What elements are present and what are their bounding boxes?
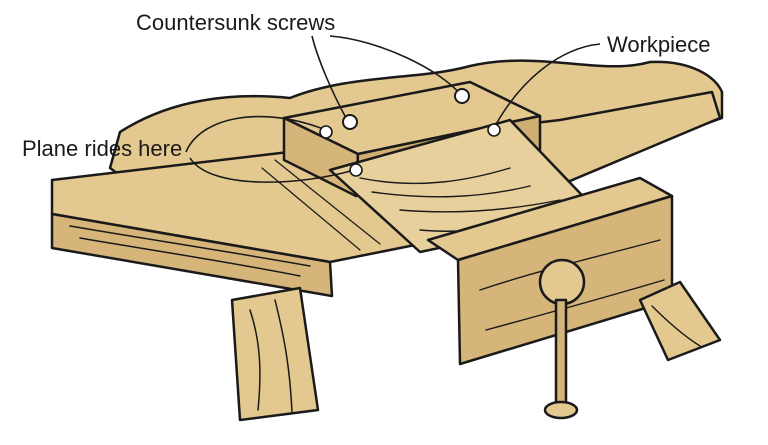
plane-leader-1 [185, 115, 327, 153]
left-leg [230, 286, 320, 422]
plane-leader-2 [189, 157, 355, 183]
left-leg-grain [249, 299, 293, 413]
vise-handle-knob [538, 258, 586, 306]
screw-leader-2 [329, 35, 461, 95]
marker-3 [349, 163, 363, 177]
screws [342, 88, 470, 130]
plane-rides-here-label: Plane rides here [22, 136, 183, 161]
vise-handle-end [543, 400, 579, 420]
board-grain [69, 225, 311, 277]
marker-2 [487, 123, 501, 137]
right-leg-grain [651, 305, 701, 347]
workpiece-label: Workpiece [607, 32, 711, 57]
workpiece-grain [359, 167, 581, 232]
screw-head-1 [342, 114, 358, 130]
screw-head-2 [454, 88, 470, 104]
countersunk-screws-label: Countersunk screws [136, 10, 336, 35]
vise-handle-bar [554, 298, 568, 410]
ink-strokes [50, 59, 724, 422]
right-leg [638, 280, 722, 362]
marker-1 [319, 125, 333, 139]
leader-lines [185, 35, 601, 183]
markers [319, 123, 501, 177]
workpiece-leader [493, 43, 601, 129]
screw-leader-1 [311, 35, 347, 119]
